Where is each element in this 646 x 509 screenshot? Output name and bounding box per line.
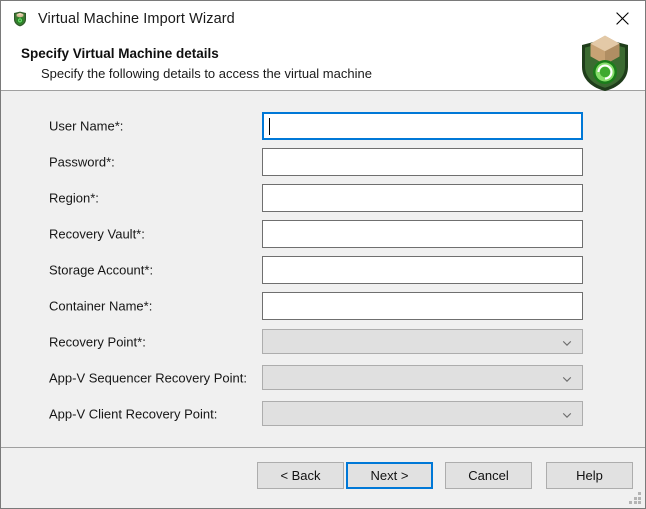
recovery-point-select[interactable] [262, 329, 583, 354]
field-row: Recovery Vault*: [1, 220, 645, 248]
container-name-input[interactable] [262, 292, 583, 320]
chevron-down-icon [561, 408, 573, 420]
text-caret [269, 118, 270, 135]
field-label-storage-account: Storage Account*: [49, 262, 154, 278]
field-row: Storage Account*: [1, 256, 645, 284]
field-label-container-name: Container Name*: [49, 298, 153, 314]
field-label-recovery-point: Recovery Point*: [49, 334, 146, 350]
window-title: Virtual Machine Import Wizard [38, 11, 235, 27]
field-row: Region*: [1, 184, 645, 212]
dialog-button-bar: < Back Next > Cancel Help [1, 448, 645, 508]
close-icon[interactable] [599, 1, 645, 36]
back-button[interactable]: < Back [257, 462, 344, 489]
password-input[interactable] [262, 148, 583, 176]
cancel-button[interactable]: Cancel [445, 462, 532, 489]
chevron-down-icon [561, 336, 573, 348]
field-label-password: Password*: [49, 154, 115, 170]
field-label-recovery-vault: Recovery Vault*: [49, 226, 145, 242]
field-row: Container Name*: [1, 292, 645, 320]
recovery-vault-input[interactable] [262, 220, 583, 248]
shield-box-refresh-icon [577, 31, 633, 93]
page-title: Specify Virtual Machine details [21, 46, 219, 61]
field-label-appv-client-recovery-point: App-V Client Recovery Point: [49, 406, 218, 422]
field-row: App-V Client Recovery Point: [1, 400, 645, 428]
wizard-header: Specify Virtual Machine details Specify … [1, 35, 645, 91]
form-body: User Name*: Password*: Region*: Recovery… [1, 91, 645, 448]
field-label-region: Region*: [49, 190, 99, 206]
help-button[interactable]: Help [546, 462, 633, 489]
appv-sequencer-recovery-point-select[interactable] [262, 365, 583, 390]
field-row: Recovery Point*: [1, 328, 645, 356]
region-input[interactable] [262, 184, 583, 212]
resize-grip[interactable] [629, 492, 642, 505]
chevron-down-icon [561, 372, 573, 384]
field-label-appv-sequencer-recovery-point: App-V Sequencer Recovery Point: [49, 370, 247, 386]
page-subtitle: Specify the following details to access … [41, 66, 372, 81]
shield-box-icon [12, 11, 28, 27]
title-bar: Virtual Machine Import Wizard [1, 1, 645, 37]
next-button[interactable]: Next > [346, 462, 433, 489]
storage-account-input[interactable] [262, 256, 583, 284]
field-row: User Name*: [1, 112, 645, 140]
user-name-input[interactable] [262, 112, 583, 140]
field-row: Password*: [1, 148, 645, 176]
field-row: App-V Sequencer Recovery Point: [1, 364, 645, 392]
field-label-user-name: User Name*: [49, 118, 124, 134]
appv-client-recovery-point-select[interactable] [262, 401, 583, 426]
